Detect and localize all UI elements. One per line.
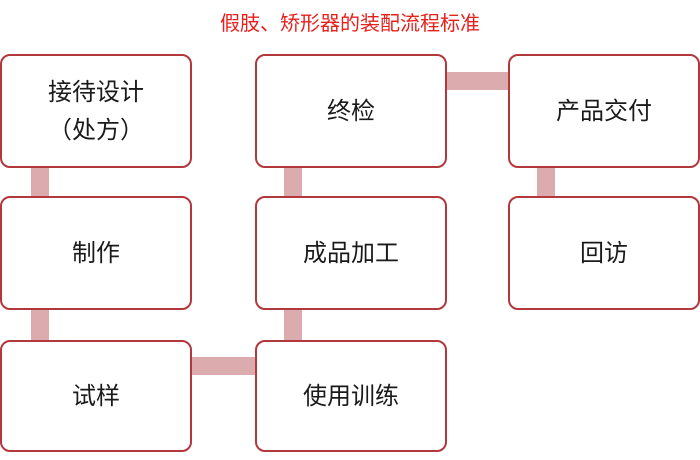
step-trial: 试样 [0, 340, 192, 452]
step-design: 接待设计 （处方） [0, 54, 192, 168]
connector-finishing-inspection [284, 166, 302, 198]
step-delivery-label: 产品交付 [556, 97, 652, 125]
step-delivery: 产品交付 [508, 54, 700, 168]
step-followup-label: 回访 [580, 239, 628, 267]
step-training-label: 使用训练 [303, 382, 399, 410]
step-finishing-label: 成品加工 [303, 239, 399, 267]
step-make: 制作 [0, 196, 192, 310]
connector-delivery-followup [537, 166, 555, 198]
connector-make-trial [31, 308, 49, 342]
step-training: 使用训练 [255, 340, 447, 452]
step-inspection-label: 终检 [327, 97, 375, 125]
connector-design-make [31, 166, 49, 198]
connector-inspection-delivery [444, 72, 512, 90]
diagram-title: 假肢、矫形器的装配流程标准 [220, 11, 480, 35]
step-inspection: 终检 [255, 54, 447, 168]
step-followup: 回访 [508, 196, 700, 310]
step-trial-label: 试样 [72, 382, 120, 410]
step-design-label: 接待设计 [48, 78, 144, 106]
step-design-sublabel: （处方） [48, 116, 144, 144]
step-finishing: 成品加工 [255, 196, 447, 310]
connector-trial-training [190, 357, 258, 375]
connector-training-finishing [284, 308, 302, 342]
step-make-label: 制作 [72, 239, 120, 267]
